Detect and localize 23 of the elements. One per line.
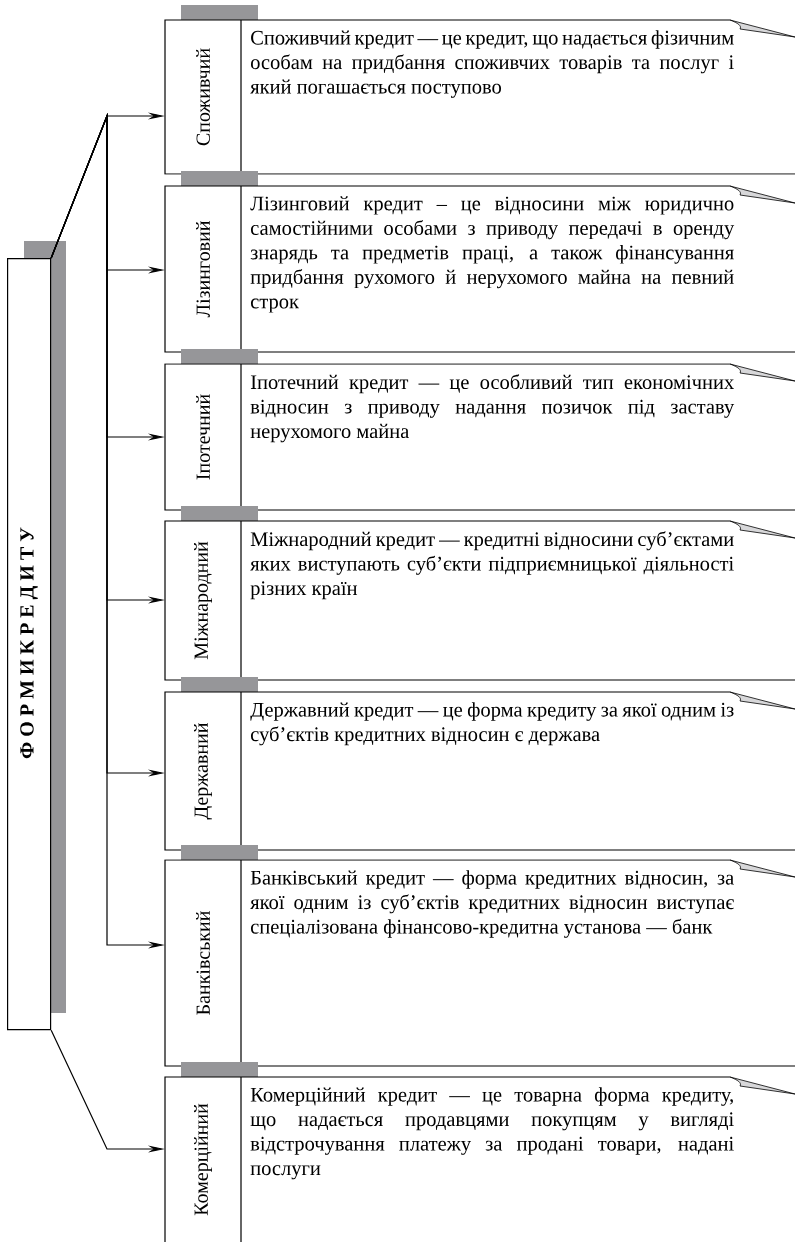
definition-box	[164, 859, 795, 1067]
definition-box	[164, 520, 795, 681]
category-label: Споживчий	[196, 48, 210, 146]
definition-text: Комерційний кредит — це товарна форма кредиту, що надається продавцями покупцям у вигляді відстрочування платежу за продані товари, надані послуги	[250, 1087, 734, 1180]
category-label: Міжнародний	[194, 541, 212, 660]
category-label: Лізинговий	[196, 221, 210, 318]
definition-text: Лізинговий кредит – це відносини між юридично самостійними особами з приводу передачі в оренду знарядь та предметів праці, а також фінансування придбання рухомого й нерухомого майна на певний строк	[250, 196, 735, 313]
category-label: Комерційний	[194, 1103, 212, 1216]
category-label: Іпотечний	[196, 394, 210, 480]
definition-text: Іпотечний кредит — це особливий тип економічних відносин з приводу надання позичок під заставу нерухомого майна	[250, 374, 735, 443]
definition-box	[164, 1076, 734, 1242]
definition-box	[164, 691, 795, 851]
definition-box	[164, 363, 795, 511]
category-label: Державний	[194, 723, 212, 820]
category-label: Банківський	[196, 911, 210, 1015]
title-box	[7, 258, 52, 1031]
title-text: Ф О Р М И К Р Е Д И Т У	[20, 527, 38, 759]
definition-box	[164, 19, 795, 175]
definition-text: Банківський кредит — форма кредитних відносин, за якої одним із суб’єктів кредитних відносин виступає спеціалізована фінансово-кредитна установа — банк	[250, 870, 734, 938]
definition-text: Міжнародний кредит — кредитні відносини суб’єктами яких виступають суб’єкти підприємницької діяльності різних країн	[250, 531, 734, 600]
definition-text: Державний кредит — це форма кредиту за якої одним із суб’єктів кредитних відносин є держава	[250, 702, 734, 746]
definition-text: Споживчий кредит — це кредит, що надається фізичним особам на придбання споживчих товарів та послуг і який погашається поступово	[250, 30, 734, 98]
definition-box	[164, 185, 795, 353]
